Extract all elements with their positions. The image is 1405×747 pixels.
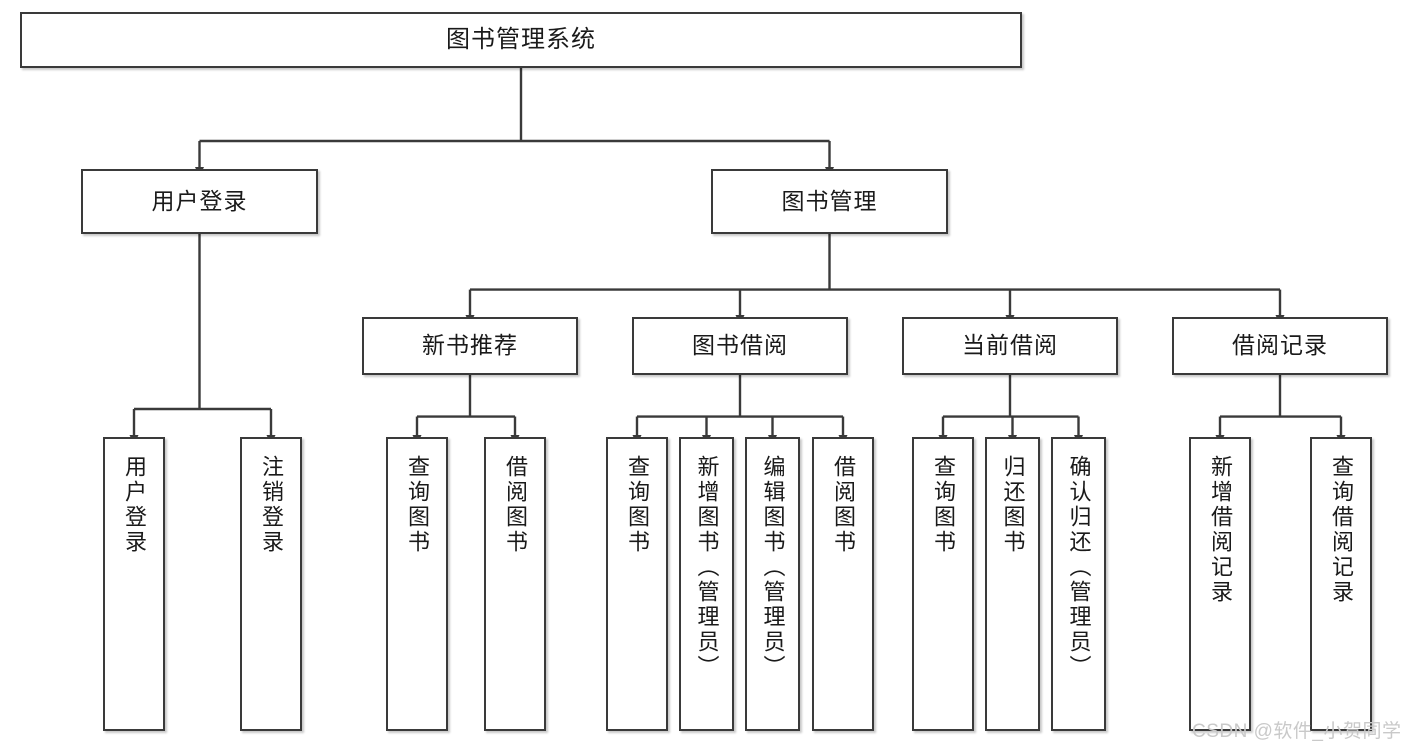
- node-label: 用户登录: [151, 187, 248, 214]
- leaf-query-book-rec[interactable]: 查询图书: [386, 437, 448, 731]
- node-label: 图书借阅: [692, 332, 788, 359]
- node-label: 借阅记录: [1232, 332, 1328, 359]
- node-label: 注销登录: [258, 455, 284, 555]
- node-label: 查询图书: [930, 455, 956, 555]
- node-label: 借阅图书: [830, 455, 856, 555]
- leaf-query-book-borrow[interactable]: 查询图书: [606, 437, 668, 731]
- node-label: 新增图书（管理员）: [694, 455, 720, 680]
- leaf-confirm-return-admin[interactable]: 确认归还（管理员）: [1051, 437, 1106, 731]
- node-label: 确认归还（管理员）: [1066, 455, 1092, 680]
- node-user-login[interactable]: 用户登录: [81, 169, 318, 234]
- node-label: 用户登录: [121, 455, 147, 555]
- node-label: 查询借阅记录: [1328, 455, 1354, 605]
- node-root[interactable]: 图书管理系统: [20, 12, 1022, 68]
- node-new-book-recommend[interactable]: 新书推荐: [362, 317, 578, 375]
- leaf-logout[interactable]: 注销登录: [240, 437, 302, 731]
- node-book-management[interactable]: 图书管理: [711, 169, 948, 234]
- leaf-add-borrow-record[interactable]: 新增借阅记录: [1189, 437, 1251, 731]
- csdn-watermark: CSDN @软件_小贺同学: [1192, 721, 1402, 742]
- leaf-query-borrow-record[interactable]: 查询借阅记录: [1310, 437, 1372, 731]
- node-label: 查询图书: [404, 455, 430, 555]
- leaf-borrow-book-rec[interactable]: 借阅图书: [484, 437, 546, 731]
- node-borrow-record[interactable]: 借阅记录: [1172, 317, 1388, 375]
- node-label: 归还图书: [1000, 455, 1026, 555]
- node-current-borrow[interactable]: 当前借阅: [902, 317, 1118, 375]
- node-label: 查询图书: [624, 455, 650, 555]
- node-label: 当前借阅: [962, 332, 1058, 359]
- leaf-query-book-current[interactable]: 查询图书: [912, 437, 974, 731]
- node-label: 图书管理系统: [446, 25, 596, 53]
- node-label: 新增借阅记录: [1207, 455, 1233, 605]
- leaf-user-login[interactable]: 用户登录: [103, 437, 165, 731]
- node-book-borrow[interactable]: 图书借阅: [632, 317, 848, 375]
- node-label: 新书推荐: [422, 332, 518, 359]
- leaf-edit-book-admin[interactable]: 编辑图书（管理员）: [745, 437, 800, 731]
- node-label: 借阅图书: [502, 455, 528, 555]
- leaf-borrow-book[interactable]: 借阅图书: [812, 437, 874, 731]
- node-label: 图书管理: [781, 187, 878, 214]
- leaf-return-book[interactable]: 归还图书: [985, 437, 1040, 731]
- node-label: 编辑图书（管理员）: [760, 455, 786, 680]
- leaf-add-book-admin[interactable]: 新增图书（管理员）: [679, 437, 734, 731]
